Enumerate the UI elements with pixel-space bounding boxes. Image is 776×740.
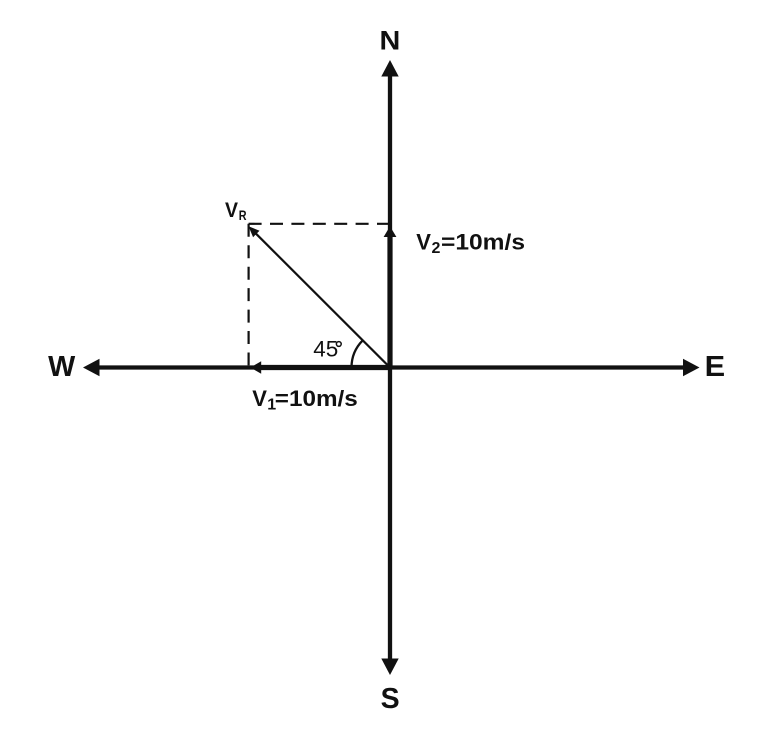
svg-text:V: V bbox=[252, 386, 267, 411]
svg-text:=10m/s: =10m/s bbox=[441, 229, 525, 254]
svg-text:E: E bbox=[705, 351, 726, 383]
svg-text:2: 2 bbox=[432, 240, 441, 257]
svg-text:N: N bbox=[380, 26, 401, 56]
svg-text:S: S bbox=[381, 683, 400, 715]
svg-text:1: 1 bbox=[267, 397, 276, 414]
svg-text:V: V bbox=[225, 199, 238, 222]
svg-text:V: V bbox=[416, 229, 431, 254]
svg-text:45: 45 bbox=[313, 337, 338, 362]
svg-text:R: R bbox=[239, 207, 247, 223]
svg-text:=10m/s: =10m/s bbox=[275, 386, 358, 411]
svg-text:W: W bbox=[48, 351, 75, 383]
